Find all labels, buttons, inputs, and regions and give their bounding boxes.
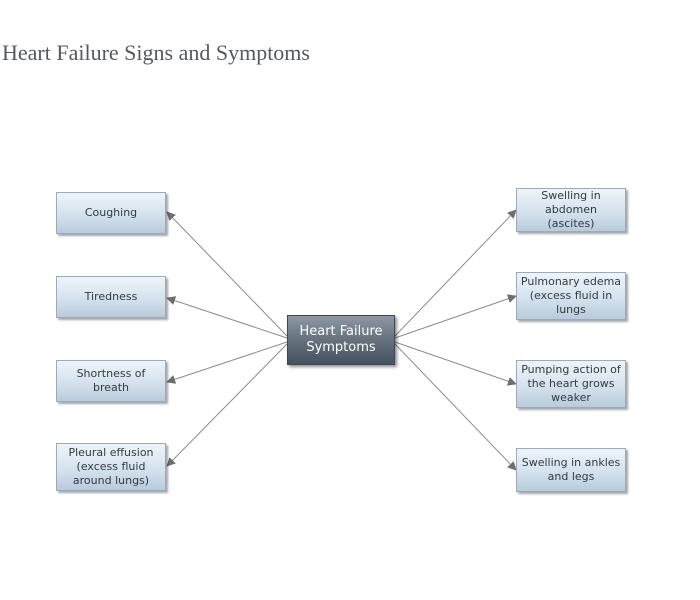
- pleural-effusion-node: Pleural effusion (excess fluid around lu…: [56, 443, 166, 491]
- connector-tiredness: [166, 296, 288, 339]
- pumping-action-node: Pumping action of the heart grows weaker: [516, 360, 626, 408]
- coughing-node: Coughing: [56, 192, 166, 234]
- shortness-of-breath-node: Shortness of breath: [56, 360, 166, 402]
- connector-shortness-of-breath: [166, 341, 288, 384]
- swelling-in-abdomen-node: Swelling in abdomen (ascites): [516, 188, 626, 232]
- pulmonary-edema-node: Pulmonary edema (excess fluid in lungs: [516, 272, 626, 320]
- heart-failure-symptoms-node: Heart Failure Symptoms: [287, 315, 395, 365]
- connector-pumping-action: [394, 341, 517, 386]
- connector-pleural-effusion: [166, 343, 288, 467]
- tiredness-node: Tiredness: [56, 276, 166, 318]
- connector-swelling-abdomen: [394, 209, 517, 337]
- connector-swelling-ankles: [394, 343, 517, 471]
- page-title: Heart Failure Signs and Symptoms: [2, 40, 310, 65]
- connector-pulmonary-edema: [394, 294, 517, 339]
- swelling-in-ankles-node: Swelling in ankles and legs: [516, 448, 626, 492]
- connector-coughing: [166, 211, 288, 337]
